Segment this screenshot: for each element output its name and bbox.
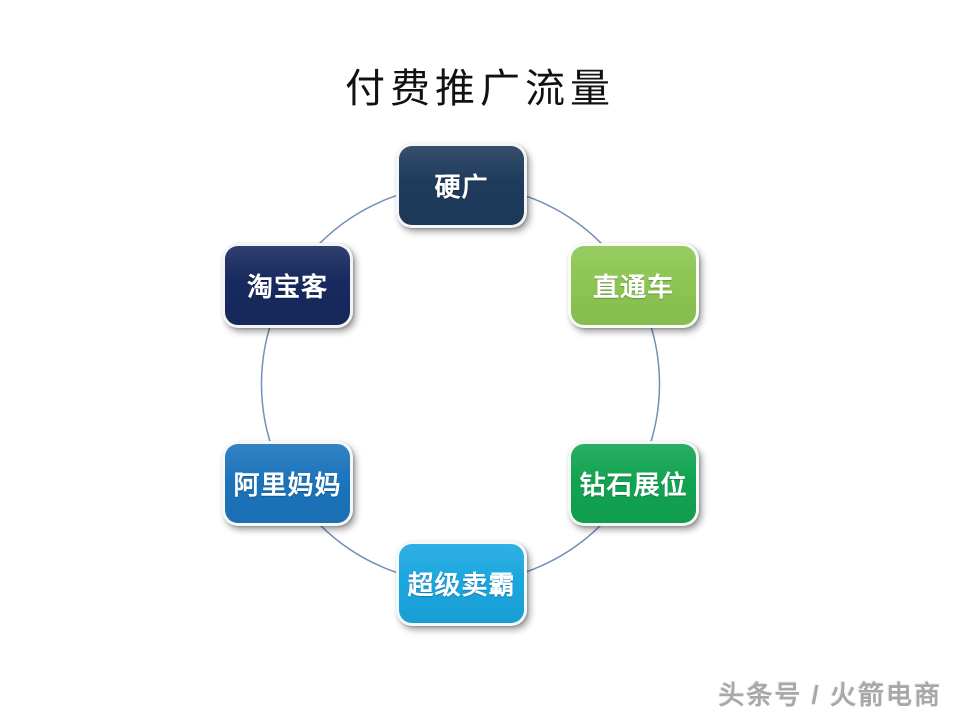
watermark: 头条号 / 火箭电商 xyxy=(718,680,942,710)
node-label-taobaoke: 淘宝客 xyxy=(246,273,328,302)
cycle-node-taobaoke[interactable]: 淘宝客 xyxy=(222,243,353,328)
slide-title: 付费推广流量 xyxy=(345,66,615,111)
node-label-chaoji-maiba: 超级卖霸 xyxy=(407,571,516,600)
node-label-hard-ad: 硬广 xyxy=(434,173,489,202)
node-label-alimama: 阿里妈妈 xyxy=(233,471,342,500)
cycle-node-chaoji-maiba[interactable]: 超级卖霸 xyxy=(396,541,527,626)
node-label-zhitongche: 直通车 xyxy=(592,273,674,302)
cycle-node-zhitongche[interactable]: 直通车 xyxy=(568,243,699,328)
node-label-zuanshi-zhanwei: 钻石展位 xyxy=(579,471,688,500)
cycle-node-alimama[interactable]: 阿里妈妈 xyxy=(222,441,353,526)
cycle-node-zuanshi-zhanwei[interactable]: 钻石展位 xyxy=(568,441,699,526)
cycle-node-hard-ad[interactable]: 硬广 xyxy=(396,143,527,228)
